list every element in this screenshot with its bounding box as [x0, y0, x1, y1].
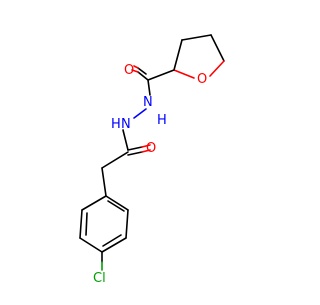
bond-c2-carbonyl1	[147, 69, 175, 81]
bond-ph-inner-c	[85, 212, 88, 236]
structure-canvas: O O N H N H O Cl	[79, 34, 225, 286]
atom-label-cl: Cl	[93, 271, 106, 286]
bond-ring-o-c2	[173, 69, 195, 79]
bond-ch2-phenyl	[101, 167, 107, 197]
bond-ph-5-6	[79, 209, 83, 239]
atom-label-h-lower: H	[111, 117, 121, 132]
bond-carbonyl2-o-b	[127, 151, 143, 156]
bond-ph-inner-a	[107, 200, 125, 212]
atom-label-o-amide1: O	[124, 63, 134, 78]
bond-ring-c4-c5	[210, 34, 225, 62]
bond-n-n	[133, 108, 147, 119]
atom-labels: O O N H N H O Cl	[93, 63, 207, 286]
bond-ring-c5-o	[209, 60, 225, 77]
bond-carbonyl2-o-b2	[141, 149, 151, 153]
bond-ph-6-1	[81, 195, 107, 211]
bond-carbonyl1-n	[147, 79, 151, 96]
molecule-diagram: O O N H N H O Cl	[79, 34, 225, 286]
atom-label-h-upper: H	[157, 113, 167, 128]
atom-label-o-amide2: O	[146, 141, 156, 156]
bond-carbonyl2-o-a2	[141, 144, 151, 148]
bond-ph-2-3	[125, 209, 129, 239]
bond-n-carbonyl2	[122, 129, 129, 151]
atom-label-n-upper: N	[143, 95, 153, 110]
atom-label-o-ring: O	[197, 72, 207, 87]
bond-carbonyl2-ch2	[101, 151, 129, 169]
bond-ph-inner-b	[102, 234, 122, 247]
bond-ph-4-5	[79, 237, 103, 253]
bond-ring-c3-c4	[181, 34, 212, 41]
bond-carbonyl1-o-b2	[133, 65, 139, 69]
bond-ph-3-4	[101, 237, 127, 253]
bond-ph-1-2	[105, 195, 129, 211]
atom-label-n-lower: N	[121, 117, 131, 132]
bond-carbonyl1-o-b	[137, 67, 147, 75]
bond-carbonyl1-o-a2	[131, 69, 139, 73]
bond-ring-c2-c3	[173, 39, 183, 71]
bond-carbonyl2-o-a	[127, 146, 143, 151]
bond-carbonyl1-o-a	[137, 71, 149, 81]
